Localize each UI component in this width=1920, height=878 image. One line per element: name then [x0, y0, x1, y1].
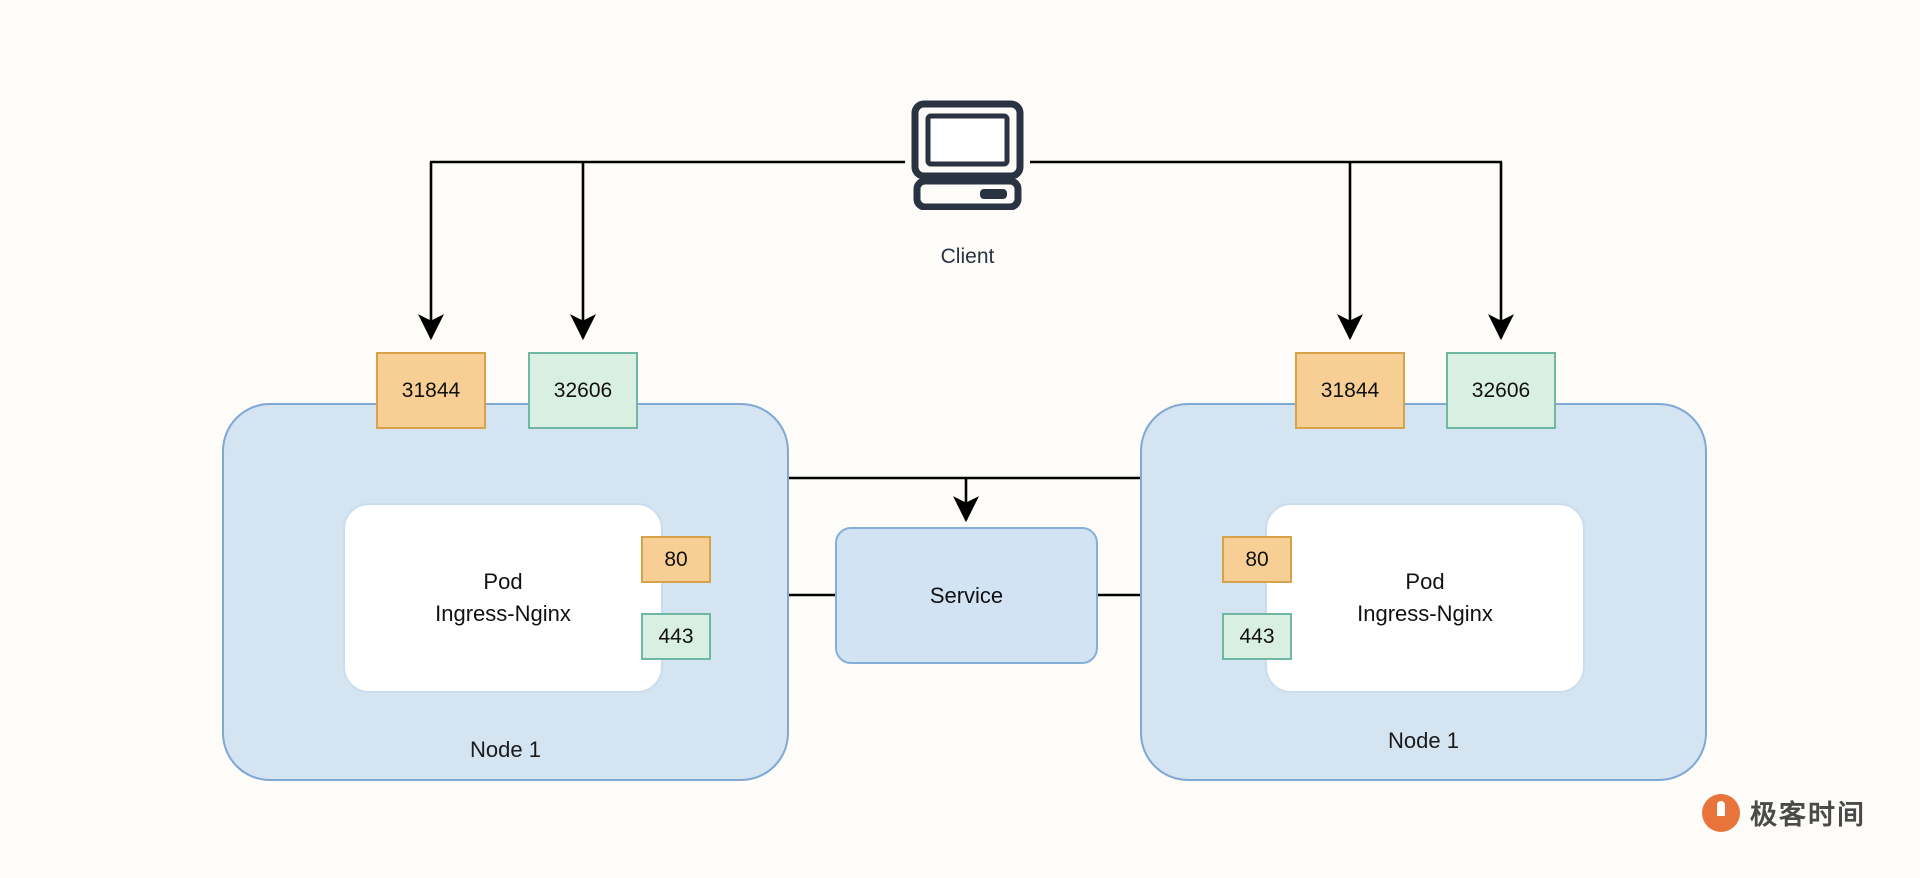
pod-subtitle-left: Ingress-Nginx — [435, 601, 571, 626]
watermark: 极客时间 — [1702, 793, 1866, 832]
containerport-chip-right-443[interactable]: 443 — [1222, 613, 1292, 660]
nodeport-chip-right-31844[interactable]: 31844 — [1295, 352, 1405, 429]
client-label: Client — [940, 245, 995, 268]
node-label-left: Node 1 — [470, 737, 541, 762]
pod-box-left[interactable]: Pod Ingress-Nginx — [343, 503, 663, 693]
containerport-chip-left-80[interactable]: 80 — [641, 536, 711, 583]
pod-title-left: Pod — [483, 569, 523, 595]
node-container-left[interactable] — [222, 403, 789, 781]
watermark-text: 极客时间 — [1750, 800, 1866, 830]
pod-box-right[interactable]: Pod Ingress-Nginx — [1265, 503, 1585, 693]
node-label-right: Node 1 — [1388, 728, 1459, 753]
client-node[interactable] — [905, 100, 1030, 225]
nodeport-chip-left-31844[interactable]: 31844 — [376, 352, 486, 429]
service-box[interactable]: Service — [835, 527, 1098, 664]
containerport-chip-right-80[interactable]: 80 — [1222, 536, 1292, 583]
nodeport-chip-left-32606[interactable]: 32606 — [528, 352, 638, 429]
geektime-logo-icon — [1702, 793, 1740, 832]
containerport-chip-left-443[interactable]: 443 — [641, 613, 711, 660]
pod-subtitle-right: Ingress-Nginx — [1357, 601, 1493, 626]
desktop-computer-icon — [911, 100, 1024, 211]
nodeport-chip-right-32606[interactable]: 32606 — [1446, 352, 1556, 429]
pod-title-right: Pod — [1405, 569, 1445, 595]
